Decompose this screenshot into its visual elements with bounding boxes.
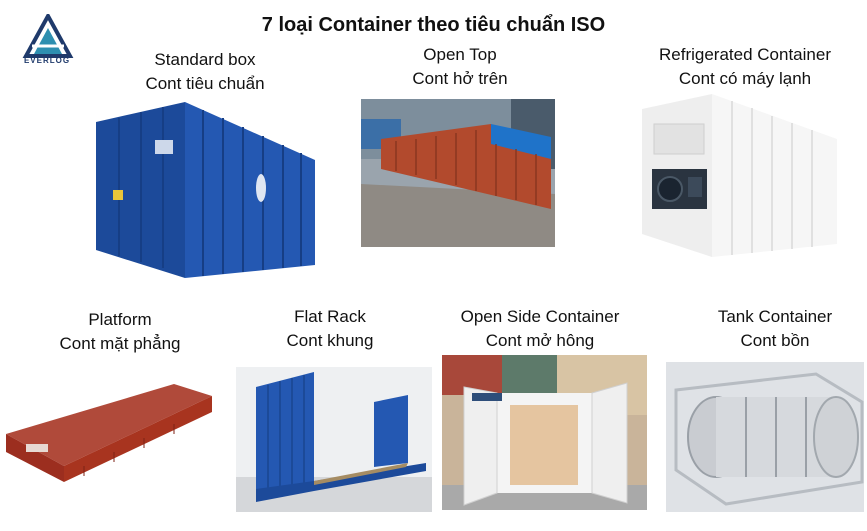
caption-open-side: Open Side Container Cont mở hông	[435, 305, 645, 353]
caption-vi: Cont có máy lạnh	[678, 69, 812, 88]
open-top-container-photo	[361, 99, 555, 247]
caption-vi: Cont mặt phẳng	[59, 334, 181, 353]
caption-flat-rack: Flat Rack Cont khung	[230, 305, 430, 353]
caption-vi: Cont mở hông	[485, 331, 595, 350]
flat-rack-container-photo	[236, 367, 432, 512]
caption-en: Open Top	[423, 45, 497, 64]
tank-container-photo	[666, 362, 864, 512]
caption-refrigerated: Refrigerated Container Cont có máy lạnh	[635, 43, 855, 91]
caption-vi: Cont hở trên	[412, 69, 508, 88]
caption-vi: Cont tiêu chuẩn	[145, 74, 265, 93]
everlog-logo-icon	[18, 14, 78, 70]
logo-text: EVERLOG	[23, 56, 71, 65]
caption-en: Standard box	[154, 50, 256, 69]
caption-vi: Cont bồn	[740, 331, 810, 350]
caption-en: Open Side Container	[460, 307, 620, 326]
refrigerated-container-photo	[612, 89, 846, 259]
caption-platform: Platform Cont mặt phẳng	[20, 308, 220, 356]
platform-container-photo	[4, 382, 214, 487]
open-side-container-photo	[442, 355, 647, 510]
caption-tank: Tank Container Cont bồn	[675, 305, 867, 353]
caption-standard-box: Standard box Cont tiêu chuẩn	[105, 48, 305, 96]
caption-en: Flat Rack	[294, 307, 366, 326]
caption-open-top: Open Top Cont hở trên	[360, 43, 560, 91]
caption-vi: Cont khung	[286, 331, 374, 350]
standard-box-container-photo	[93, 100, 318, 285]
caption-en: Platform	[88, 310, 152, 329]
page-title: 7 loại Container theo tiêu chuẩn ISO	[261, 14, 606, 36]
caption-en: Refrigerated Container	[659, 45, 831, 64]
caption-en: Tank Container	[717, 307, 833, 326]
